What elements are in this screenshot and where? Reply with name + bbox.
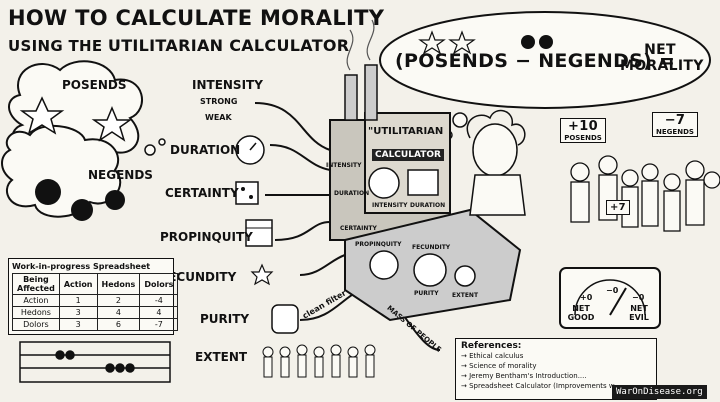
input-extent-label: EXTENT <box>195 350 248 364</box>
posends-label: POSENDS <box>62 78 127 92</box>
page-subtitle: USING THE UTILITARIAN CALCULATOR <box>8 36 349 55</box>
crowd-sign-negends: −7 NEGENDS <box>652 112 698 137</box>
gauge-minus-label: −0 <box>632 293 645 302</box>
spreadsheet-cell: 6 <box>96 318 141 331</box>
formula-germ-icon <box>521 35 553 49</box>
machine-header: "UTILITARIAN <box>368 126 444 137</box>
input-purity-label: PURITY <box>200 312 250 326</box>
input-intensity-label: INTENSITY <box>192 78 263 92</box>
dial-intensity-label: INTENSITY <box>372 202 408 209</box>
negends-germ-icon <box>35 179 125 221</box>
knob-extent-label: EXTENT <box>452 292 479 299</box>
gauge-net-good: NET GOOD <box>567 304 595 322</box>
posends-star-icon <box>19 96 133 142</box>
knob-propinquity-label: PROPINQUITY <box>355 241 402 248</box>
spreadsheet-cell: Action <box>12 294 60 307</box>
dice-icon <box>235 181 259 205</box>
table-row: Hedons 3 4 4 <box>12 306 179 319</box>
thought-cloud <box>1 60 166 218</box>
gauge-zero-label: −0 <box>606 286 619 295</box>
spreadsheet-cell: -4 <box>139 294 179 307</box>
reference-link[interactable]: Ethical calculus <box>469 352 524 360</box>
spreadsheet-header-cell: Dolors <box>139 273 179 295</box>
formula-result-line1: NET <box>644 42 676 58</box>
stopwatch-icon <box>235 135 265 165</box>
formula-result: NET MORALITY <box>620 42 704 74</box>
input-strong-label: STRONG <box>200 97 238 106</box>
crowd-sign-posends-value: +10 <box>568 119 598 134</box>
spreadsheet-cell: -7 <box>139 318 179 331</box>
input-weak-label: WEAK <box>205 113 232 122</box>
panel-intensity: INTENSITY <box>326 162 362 169</box>
crowd-sign-negends-value: −7 <box>664 113 686 128</box>
input-certainty-label: CERTAINTY <box>165 186 239 200</box>
morality-gauge <box>559 267 661 329</box>
input-fecundity-label: FECUNDITY <box>160 270 237 284</box>
knob-fecundity-label: FECUNDITY <box>412 244 451 251</box>
gauge-plus-label: +0 <box>580 293 593 302</box>
spreadsheet-cell: Hedons <box>12 306 60 319</box>
reference-item[interactable]: → Science of morality <box>461 362 537 370</box>
spreadsheet-cell: 3 <box>58 306 98 319</box>
formula-expression: (POSENDS − NEGENDS) = <box>395 50 676 72</box>
spreadsheet-caption: Work-in-progress Spreadsheet <box>12 262 151 271</box>
star-cluster-icon <box>250 263 274 286</box>
crowd-sign-small: +7 <box>606 200 630 215</box>
scientist-figure <box>466 109 526 216</box>
knob-purity-label: PURITY <box>414 290 439 297</box>
filter-cylinder-icon <box>271 304 299 334</box>
references-list: → Ethical calculus → Science of morality… <box>461 351 651 391</box>
crowd-sign-posends-label: POSENDS <box>564 134 602 142</box>
spreadsheet-cell: 1 <box>58 294 98 307</box>
spreadsheet-panel: Work-in-progress Spreadsheet Being Affec… <box>8 258 179 335</box>
negends-label: NEGENDS <box>88 168 153 182</box>
input-duration-label: DURATION <box>170 143 241 157</box>
calendar-icon <box>245 219 273 247</box>
spreadsheet-cell: Dolors <box>12 318 60 331</box>
spreadsheet-table: Being Affected Action Hedons Dolors Acti… <box>12 273 179 331</box>
machine-calculator-plate: CALCULATOR <box>372 149 444 161</box>
subtitle-emphasis: UTILITARIAN CALCULATOR <box>107 36 350 55</box>
spreadsheet-cell: 4 <box>139 306 179 319</box>
mass-of-people <box>262 344 376 378</box>
reference-item[interactable]: → Jeremy Bentham's Introduction.... <box>461 372 587 380</box>
panel-certainty: CERTAINTY <box>340 225 377 232</box>
references-box: References: → Ethical calculus → Science… <box>455 338 657 400</box>
crowd-figures <box>570 155 720 232</box>
spreadsheet-header-cell: Being Affected <box>12 273 60 295</box>
reference-link[interactable]: Spreadsheet Calculator (Improvements w <box>469 382 615 390</box>
reference-item[interactable]: → Spreadsheet Calculator (Improvements w <box>461 382 615 390</box>
input-propinquity-label: PROPINQUITY <box>160 230 253 244</box>
spreadsheet-header-cell: Action <box>58 273 98 295</box>
crowd-sign-negends-label: NEGENDS <box>656 128 694 136</box>
crowd-sign-posends: +10 POSENDS <box>560 118 606 143</box>
watermark-link[interactable]: WarOnDisease.org <box>612 385 707 399</box>
page-title: HOW TO CALCULATE MORALITY <box>8 6 385 30</box>
formula-star-icon <box>418 30 476 55</box>
subtitle-prefix: USING THE <box>8 37 108 55</box>
spreadsheet-header-cell: Hedons <box>96 273 141 295</box>
reference-link[interactable]: Jeremy Bentham's Introduction.... <box>469 372 587 380</box>
reference-link[interactable]: Science of morality <box>469 362 537 370</box>
reference-item[interactable]: → Ethical calculus <box>461 352 524 360</box>
calculator-machine <box>329 19 522 322</box>
spreadsheet-cell: 2 <box>96 294 141 307</box>
spreadsheet-cell: 3 <box>58 318 98 331</box>
table-row: Action 1 2 -4 <box>12 294 179 307</box>
spreadsheet-cell: 4 <box>96 306 141 319</box>
gauge-net-evil: NET EVIL <box>629 304 649 322</box>
abacus <box>19 341 171 383</box>
formula-result-line2: MORALITY <box>620 58 704 74</box>
spreadsheet-header-row: Being Affected Action Hedons Dolors <box>12 273 179 295</box>
references-heading: References: <box>461 341 522 351</box>
panel-duration: DURATION <box>334 190 370 197</box>
dial-duration-label: DURATION <box>410 202 446 209</box>
table-row: Dolors 3 6 -7 <box>12 318 179 331</box>
